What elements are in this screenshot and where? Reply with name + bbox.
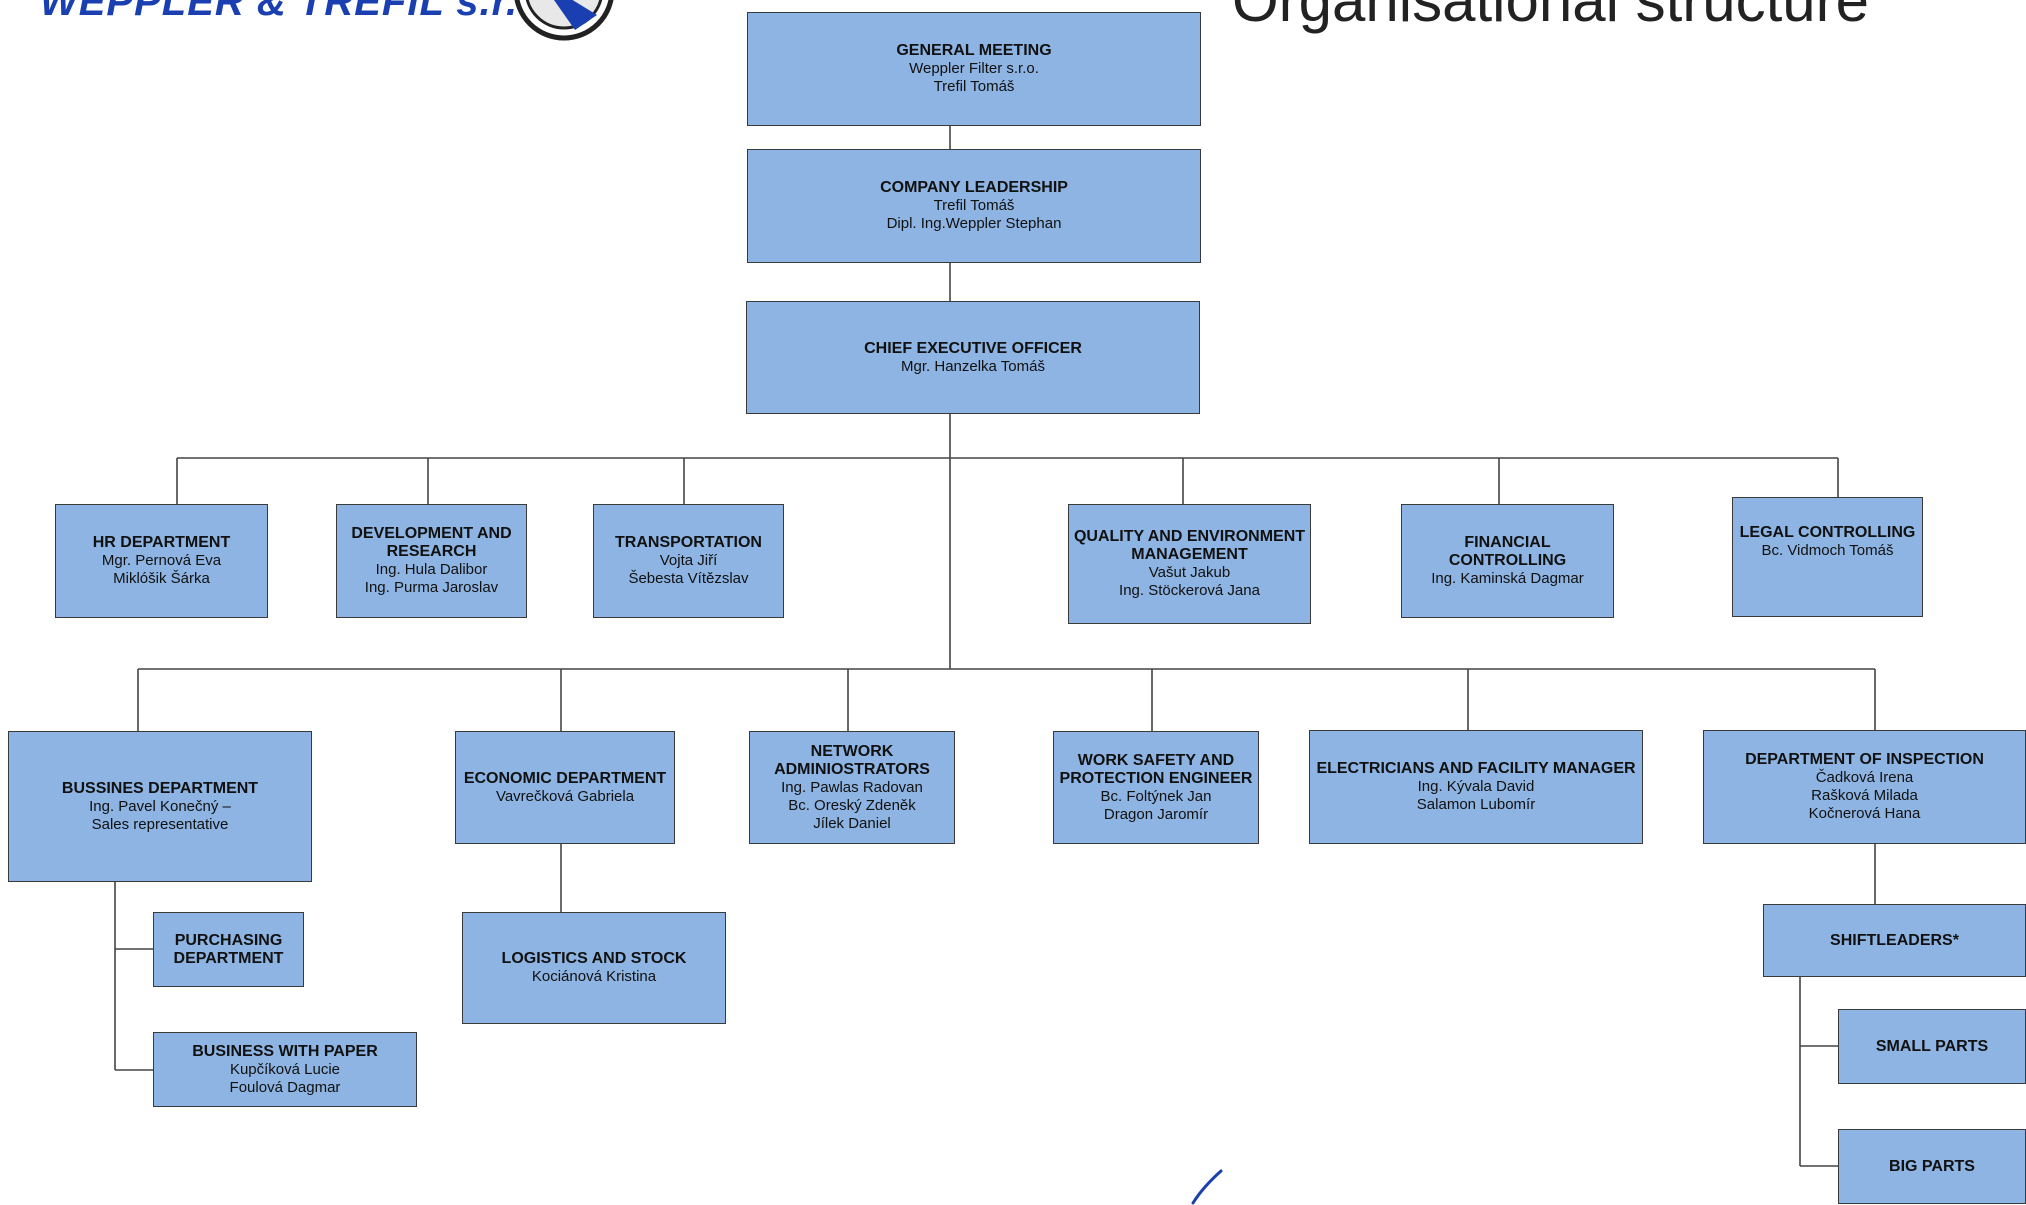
node-title: PURCHASING DEPARTMENT bbox=[173, 931, 284, 967]
node-title: SHIFTLEADERS* bbox=[1830, 931, 1959, 949]
node-title: ECONOMIC DEPARTMENT bbox=[463, 769, 667, 787]
node-title: COMPANY LEADERSHIP bbox=[880, 179, 1068, 196]
node-people: Kociánová Kristina bbox=[531, 968, 657, 985]
node-people: Weppler Filter s.r.o. Trefil Tomáš bbox=[909, 60, 1039, 95]
node-people: Mgr. Hanzelka Tomáš bbox=[901, 357, 1045, 375]
node-title: ELECTRICIANS AND FACILITY MANAGER bbox=[1316, 760, 1636, 777]
node-big-parts: BIG PARTS bbox=[1838, 1129, 2026, 1204]
node-title: BUSSINES DEPARTMENT bbox=[61, 779, 259, 797]
node-title: LOGISTICS AND STOCK bbox=[501, 950, 687, 967]
node-work-safety: WORK SAFETY AND PROTECTION ENGINEER Bc. … bbox=[1053, 731, 1259, 844]
node-title: BUSINESS WITH PAPER bbox=[192, 1042, 378, 1060]
node-title: TRANSPORTATION bbox=[615, 534, 762, 551]
node-title: QUALITY AND ENVIRONMENT MANAGEMENT bbox=[1073, 528, 1306, 563]
node-title: WORK SAFETY AND PROTECTION ENGINEER bbox=[1059, 751, 1253, 787]
node-people: Čadková Irena Rašková Milada Kočnerová H… bbox=[1808, 769, 1921, 822]
node-title: DEVELOPMENT AND RESEARCH bbox=[351, 525, 512, 560]
node-purchasing-department: PURCHASING DEPARTMENT bbox=[153, 912, 304, 987]
node-company-leadership: COMPANY LEADERSHIP Trefil Tomáš Dipl. In… bbox=[747, 149, 1201, 263]
node-people: Vašut Jakub Ing. Stöckerová Jana bbox=[1119, 564, 1260, 599]
node-people: Mgr. Pernová Eva Miklóšik Šárka bbox=[101, 552, 222, 587]
node-quality-environment: QUALITY AND ENVIRONMENT MANAGEMENT Vašut… bbox=[1068, 504, 1311, 624]
node-title: FINANCIAL CONTROLLING bbox=[1448, 534, 1567, 569]
node-title: LEGAL CONTROLLING bbox=[1739, 524, 1916, 541]
node-general-meeting: GENERAL MEETING Weppler Filter s.r.o. Tr… bbox=[747, 12, 1201, 126]
node-people: Vavrečková Gabriela bbox=[495, 787, 635, 805]
node-title: GENERAL MEETING bbox=[896, 42, 1052, 59]
node-people: Trefil Tomáš Dipl. Ing.Weppler Stephan bbox=[886, 197, 1062, 232]
node-development-research: DEVELOPMENT AND RESEARCH Ing. Hula Dalib… bbox=[336, 504, 527, 618]
node-people: Ing. Pavel Konečný – Sales representativ… bbox=[89, 797, 231, 833]
node-people: Ing. Hula Dalibor Ing. Purma Jaroslav bbox=[364, 561, 499, 596]
node-title: NETWORK ADMINIOSTRATORS bbox=[774, 742, 930, 778]
company-name: WEPPLER & TREFIL s.r.o. bbox=[40, 0, 556, 24]
node-people: Kupčíková Lucie Foulová Dagmar bbox=[229, 1060, 341, 1096]
node-title: CHIEF EXECUTIVE OFFICER bbox=[864, 339, 1082, 357]
node-title: DEPARTMENT OF INSPECTION bbox=[1745, 751, 1984, 768]
node-people: Bc. Foltýnek Jan Dragon Jaromír bbox=[1100, 787, 1212, 823]
node-people: Ing. Pawlas Radovan Bc. Oreský Zdeněk Jí… bbox=[781, 778, 923, 832]
node-network-administrators: NETWORK ADMINIOSTRATORS Ing. Pawlas Rado… bbox=[749, 731, 955, 844]
node-logistics-and-stock: LOGISTICS AND STOCK Kociánová Kristina bbox=[462, 912, 726, 1024]
node-legal-controlling: LEGAL CONTROLLING Bc. Vidmoch Tomáš bbox=[1732, 497, 1923, 617]
node-people: Bc. Vidmoch Tomáš bbox=[1761, 542, 1894, 559]
node-financial-controlling: FINANCIAL CONTROLLING Ing. Kaminská Dagm… bbox=[1401, 504, 1614, 618]
node-transportation: TRANSPORTATION Vojta Jiří Šebesta Vítězs… bbox=[593, 504, 784, 618]
page-title: Organisational structure bbox=[1232, 0, 1869, 34]
node-shiftleaders: SHIFTLEADERS* bbox=[1763, 904, 2026, 977]
node-people: Vojta Jiří Šebesta Vítězslav bbox=[628, 552, 749, 587]
node-people: Ing. Kývala David Salamon Lubomír bbox=[1416, 778, 1536, 813]
signature-mark bbox=[1191, 1169, 1223, 1205]
node-electricians: ELECTRICIANS AND FACILITY MANAGER Ing. K… bbox=[1309, 730, 1643, 844]
node-business-with-paper: BUSINESS WITH PAPER Kupčíková Lucie Foul… bbox=[153, 1032, 417, 1107]
node-people: Ing. Kaminská Dagmar bbox=[1431, 570, 1584, 587]
company-logo bbox=[514, 0, 614, 41]
node-small-parts: SMALL PARTS bbox=[1838, 1009, 2026, 1084]
node-title: HR DEPARTMENT bbox=[92, 534, 231, 551]
node-ceo: CHIEF EXECUTIVE OFFICER Mgr. Hanzelka To… bbox=[746, 301, 1200, 414]
node-title: BIG PARTS bbox=[1889, 1157, 1975, 1175]
node-economic-department: ECONOMIC DEPARTMENT Vavrečková Gabriela bbox=[455, 731, 675, 844]
node-business-department: BUSSINES DEPARTMENT Ing. Pavel Konečný –… bbox=[8, 731, 312, 882]
node-title: SMALL PARTS bbox=[1875, 1037, 1989, 1055]
node-hr-department: HR DEPARTMENT Mgr. Pernová Eva Miklóšik … bbox=[55, 504, 268, 618]
node-department-of-inspection: DEPARTMENT OF INSPECTION Čadková Irena R… bbox=[1703, 730, 2026, 844]
